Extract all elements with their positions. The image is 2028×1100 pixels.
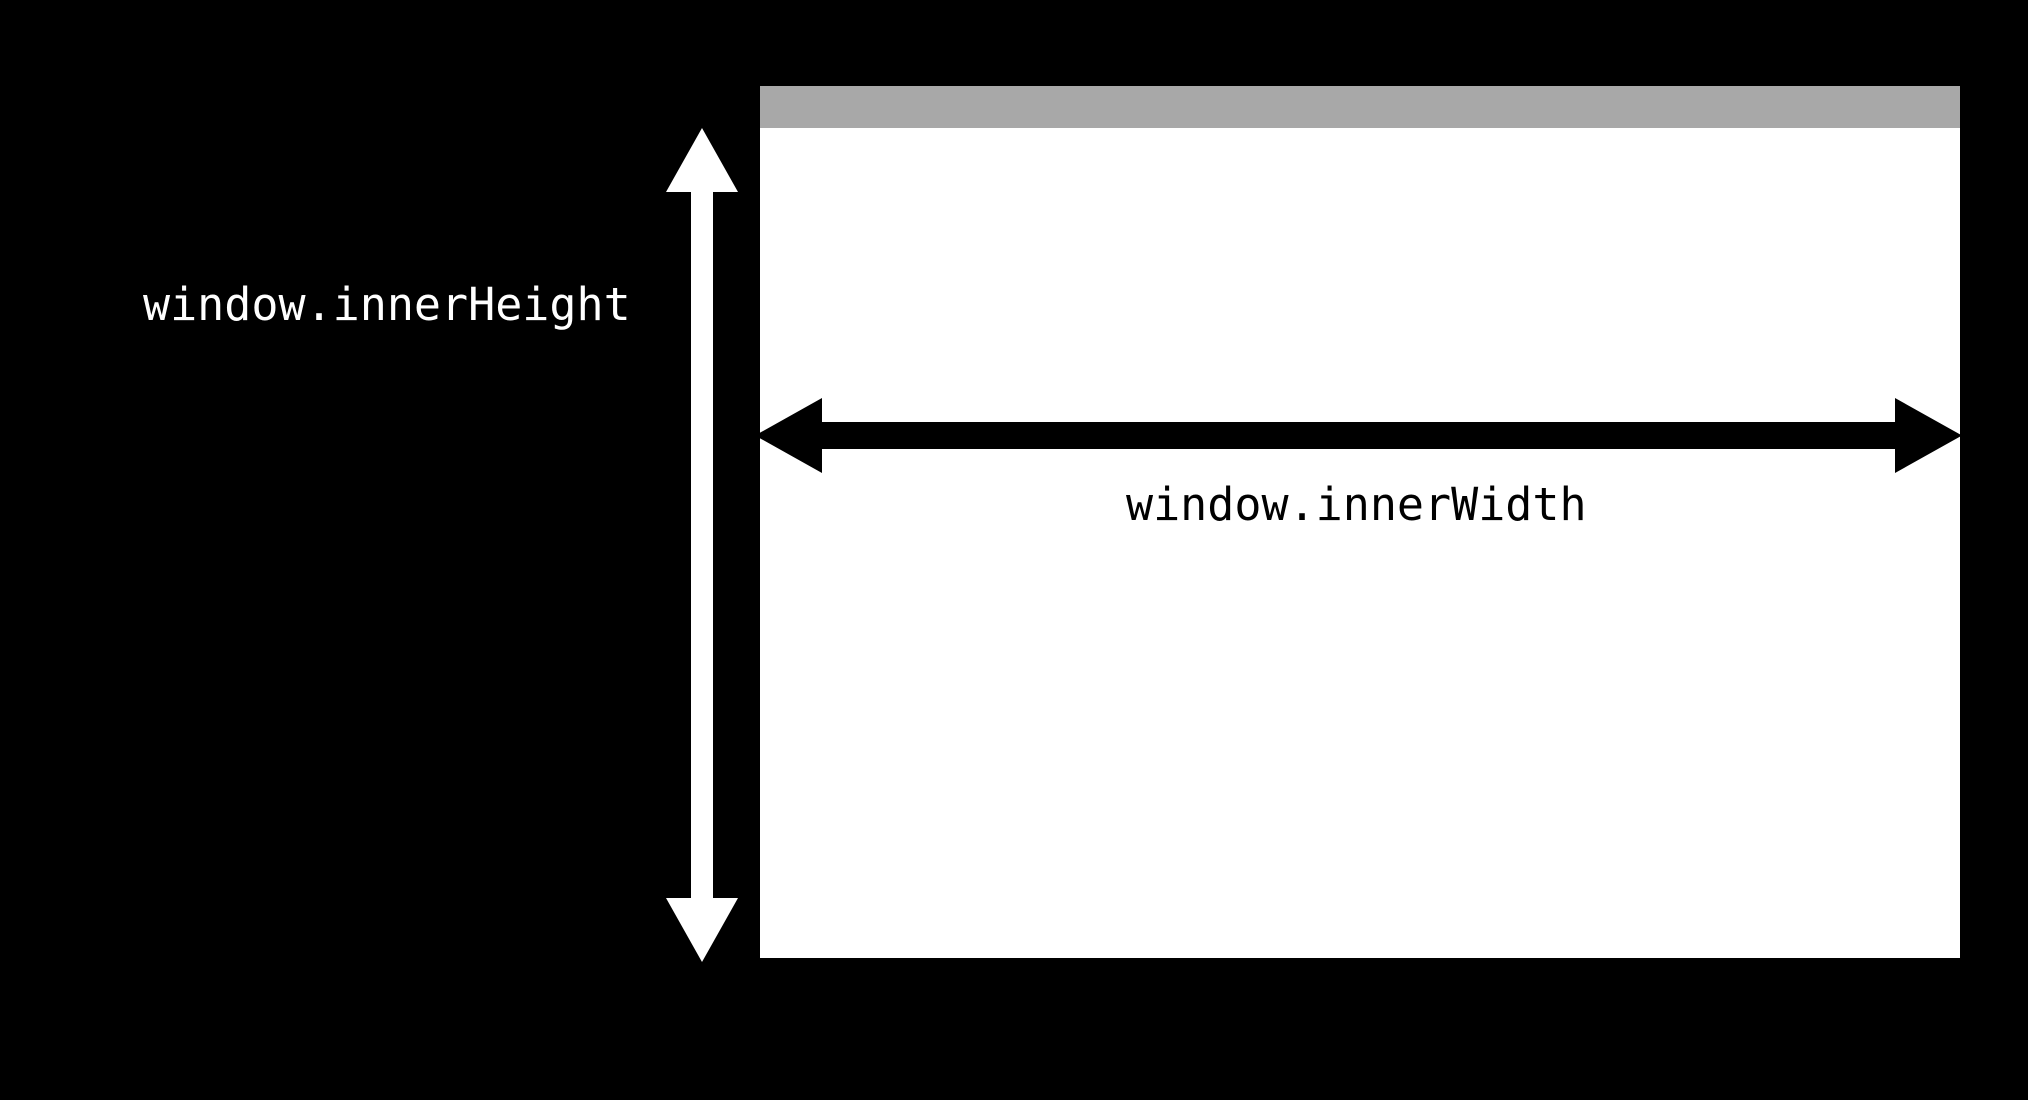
inner-height-arrow-shape [666,128,738,962]
inner-width-label: window.innerWidth [1126,478,1587,531]
browser-window-mock [760,86,1960,958]
browser-viewport [760,128,1960,958]
inner-width-arrow-shape [755,398,1962,473]
inner-width-arrow [755,398,1962,473]
inner-height-label: window.innerHeight [143,278,631,331]
inner-height-arrow [666,128,738,962]
browser-titlebar [760,86,1960,128]
